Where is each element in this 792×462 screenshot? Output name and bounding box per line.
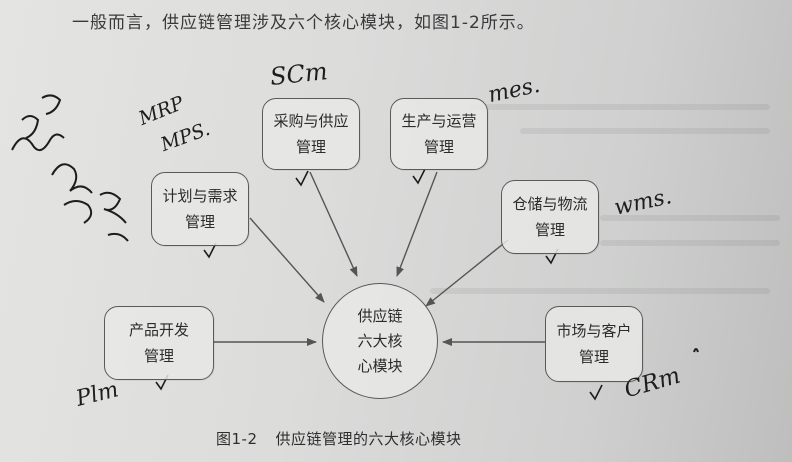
checkmark: [203, 242, 217, 259]
module-planning-label: 计划与需求: [162, 187, 238, 205]
figure-number: 图1-2: [216, 430, 258, 448]
module-market-label: 市场与客户: [556, 322, 632, 340]
bleed-through-text: [600, 240, 780, 246]
figure-title: 供应链管理的六大核心模块: [275, 430, 462, 448]
module-procurement-sublabel: 管理: [295, 138, 326, 156]
module-product-label: 产品开发: [128, 321, 189, 339]
core-module-circle: 供应链 六大核 心模块: [322, 283, 438, 399]
core-line-2: 六大核: [357, 331, 403, 350]
core-line-1: 供应链: [357, 306, 403, 325]
module-market-box: 市场与客户 管理: [545, 306, 643, 382]
module-warehouse-label: 仓储与物流: [512, 195, 588, 213]
arrow-production: [396, 171, 438, 277]
module-production-sublabel: 管理: [423, 138, 454, 156]
bleed-through-text: [520, 128, 770, 134]
core-line-3: 心模块: [357, 356, 403, 375]
module-product-sublabel: 管理: [143, 347, 174, 365]
handwritten-scribble: [51, 163, 93, 224]
checkmark: [589, 384, 603, 401]
module-procurement-label: 采购与供应: [273, 112, 349, 130]
module-procurement-box: 采购与供应 管理: [262, 98, 360, 170]
checkmark: [412, 168, 426, 185]
bleed-through-text: [600, 215, 780, 221]
checkmark: [295, 170, 309, 187]
handwritten-scm: SCm: [268, 57, 329, 91]
arrow-warehouse: [425, 239, 509, 307]
module-planning-box: 计划与需求 管理: [151, 172, 249, 246]
bleed-through-text: [430, 288, 770, 294]
bleed-through-text: [470, 104, 770, 110]
module-product-box: 产品开发 管理: [104, 306, 214, 380]
handwritten-scribble: [99, 191, 129, 242]
module-production-label: 生产与运营: [401, 112, 477, 130]
handwritten-scribble: [11, 94, 65, 151]
arrow-procurement: [309, 171, 358, 277]
module-planning-sublabel: 管理: [184, 213, 215, 231]
module-market-sublabel: 管理: [578, 348, 609, 366]
handwritten-mark: [693, 348, 699, 353]
arrow-planning: [249, 217, 325, 303]
intro-paragraph: 一般而言，供应链管理涉及六个核心模块，如图1-2所示。: [72, 13, 535, 33]
module-production-box: 生产与运营 管理: [390, 98, 488, 170]
figure-caption: 图1-2 供应链管理的六大核心模块: [216, 428, 462, 449]
module-warehouse-sublabel: 管理: [534, 221, 565, 239]
module-warehouse-box: 仓储与物流 管理: [501, 180, 599, 254]
